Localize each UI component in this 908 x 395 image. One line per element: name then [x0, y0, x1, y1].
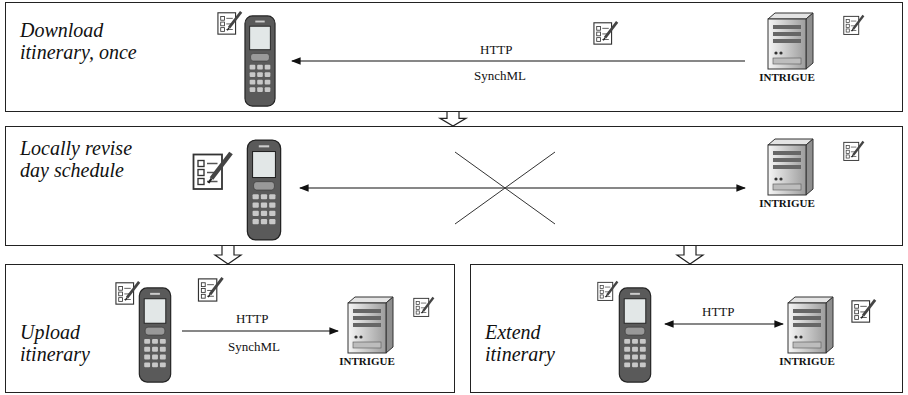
server-icon [760, 137, 815, 197]
exchange-arrow [665, 323, 783, 324]
phone-icon [247, 140, 280, 240]
phone-icon [139, 288, 170, 382]
server-icon [788, 297, 833, 353]
stage-title: Extend itinerary [485, 321, 590, 365]
checklist-icon [198, 278, 222, 301]
server-label: INTRIGUE [339, 355, 395, 368]
checklist-icon [218, 12, 241, 34]
stage-panel: Locally revise day scheduleINTRIGUE [5, 126, 903, 246]
label-holder: HTTP [234, 309, 271, 327]
transfer-arrow [292, 60, 745, 61]
checklist-icon [598, 282, 618, 301]
server-icon [768, 139, 813, 195]
phone-icon [619, 288, 650, 382]
cross-mark [455, 152, 555, 224]
server-icon [340, 295, 395, 355]
checklist-icon [116, 282, 139, 304]
checklist-icon [594, 22, 617, 44]
stage-title: Download itinerary, once [20, 19, 170, 63]
checklist-icon [194, 153, 232, 189]
server-icon [348, 297, 393, 353]
checklist-icon [414, 298, 434, 317]
protocol-label: HTTP [478, 42, 515, 57]
label-holder: SynchML [472, 66, 528, 84]
label-holder: HTTP [478, 40, 515, 58]
label-holder: HTTP [700, 302, 737, 320]
server-node: INTRIGUE [756, 11, 818, 84]
server-icon [768, 13, 813, 69]
protocol-label: HTTP [700, 304, 737, 319]
server-node: INTRIGUE [336, 295, 398, 368]
stage-panel: Extend itineraryINTRIGUE [470, 264, 903, 393]
stage-title: Upload itinerary [20, 321, 125, 365]
checklist-icon [852, 300, 875, 322]
protocol-label: SynchML [472, 68, 528, 83]
protocol-label: SynchML [226, 339, 282, 354]
stage-panel: Download itinerary, onceINTRIGUE [5, 2, 903, 112]
server-label: INTRIGUE [759, 197, 815, 210]
server-icon [760, 11, 815, 71]
stage-title: Locally revise day schedule [20, 137, 135, 181]
phone-icon [245, 16, 275, 106]
hollow-arrow [440, 112, 466, 126]
server-node: INTRIGUE [776, 295, 838, 368]
server-label: INTRIGUE [779, 355, 835, 368]
label-holder: SynchML [226, 337, 282, 355]
cross-mark [455, 152, 555, 224]
transfer-arrow [182, 330, 338, 331]
server-node: INTRIGUE [756, 137, 818, 210]
checklist-icon [844, 16, 864, 35]
hollow-arrow [677, 246, 703, 264]
hollow-arrow [215, 246, 241, 264]
server-icon [780, 295, 835, 355]
blocked-arrow [300, 187, 745, 188]
checklist-icon [844, 142, 864, 161]
server-label: INTRIGUE [759, 71, 815, 84]
protocol-label: HTTP [234, 311, 271, 326]
stage-panel: Upload itineraryINTRIGUE [5, 264, 455, 393]
